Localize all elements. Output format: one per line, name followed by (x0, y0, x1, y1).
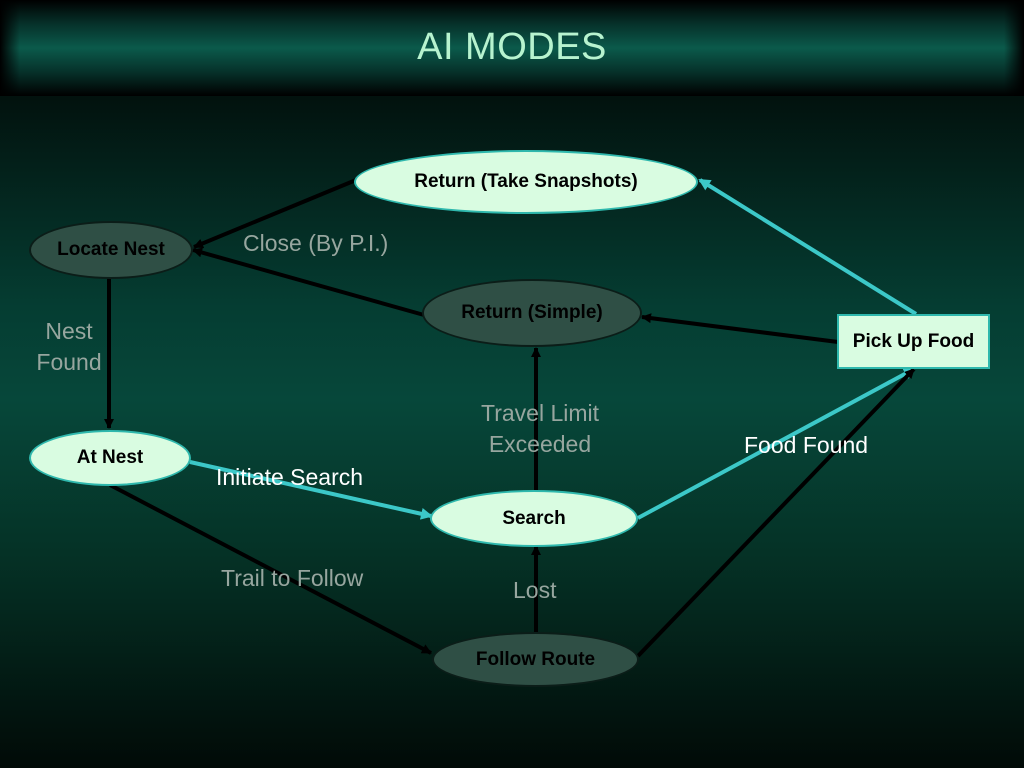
node-follow-route: Follow Route (432, 632, 639, 687)
node-return-snapshots-label: Return (Take Snapshots) (414, 171, 638, 192)
node-return-snapshots: Return (Take Snapshots) (354, 150, 698, 214)
title-bar (0, 0, 1024, 96)
page-title: AI MODES (417, 26, 607, 68)
arrow-at-nest-to-search (189, 460, 433, 520)
label-close-by-pi: Close (By P.I.) (243, 230, 389, 256)
node-search: Search (430, 490, 638, 547)
label-nest-found: Nest Found (30, 316, 108, 378)
node-at-nest-label: At Nest (76, 447, 144, 468)
arrow-snapshots-to-locate-nest (193, 178, 357, 249)
label-travel-limit-line-2: Exceeded (488, 431, 592, 457)
label-nest-found-line-1: Nest (45, 318, 93, 344)
arrow-simple-to-locate-nest (192, 247, 425, 317)
label-lost: Lost (513, 577, 557, 603)
node-search-label: Search (502, 507, 566, 529)
label-travel-limit: Travel Limit Exceeded (466, 398, 614, 460)
label-travel-limit-line-1: Travel Limit (481, 400, 599, 426)
label-trail-to-follow: Trail to Follow (221, 565, 364, 591)
arrow-pick-up-to-simple (641, 313, 839, 344)
node-return-simple-label: Return (Simple) (461, 302, 603, 323)
label-initiate-search: Initiate Search (216, 464, 364, 490)
node-follow-route-label: Follow Route (475, 648, 596, 670)
node-at-nest: At Nest (29, 430, 191, 486)
node-locate-nest: Locate Nest (29, 221, 193, 279)
node-pick-up-food-label: Pick Up Food (852, 330, 975, 352)
node-pick-up-food: Pick Up Food (837, 314, 990, 369)
label-nest-found-line-2: Found (36, 349, 102, 375)
arrow-pick-up-to-snapshots (698, 178, 918, 316)
node-return-simple: Return (Simple) (422, 279, 642, 347)
arrow-at-nest-to-follow-route (109, 483, 432, 655)
arrow-search-to-pick-up (637, 367, 916, 520)
arrow-follow-route-to-pick-up (636, 367, 916, 658)
label-food-found: Food Found (744, 432, 869, 458)
node-locate-nest-label: Locate Nest (57, 239, 165, 260)
